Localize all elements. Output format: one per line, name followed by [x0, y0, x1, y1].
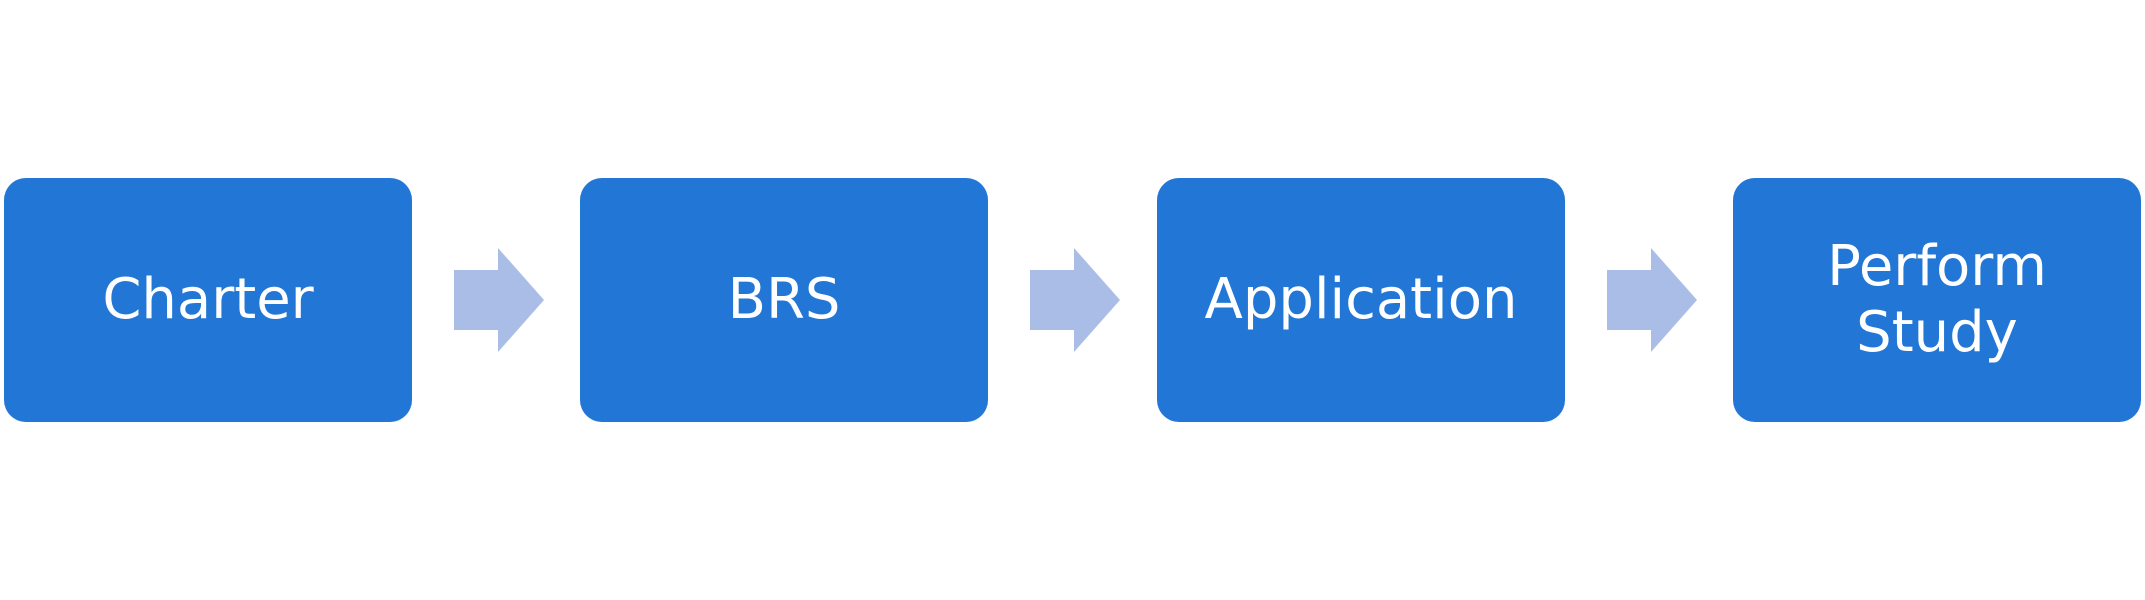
step-label-charter: Charter: [102, 267, 314, 332]
step-box-brs: BRS: [580, 178, 988, 422]
arrow-shape: [1607, 248, 1697, 352]
arrow-shape: [454, 248, 544, 352]
flow-arrow-icon: [1030, 248, 1120, 352]
step-box-application: Application: [1157, 178, 1565, 422]
step-label-application: Application: [1204, 267, 1518, 332]
step-box-perform-study: Perform Study: [1733, 178, 2141, 422]
flow-arrow-icon: [454, 248, 544, 352]
step-label-brs: BRS: [727, 267, 841, 332]
step-label-perform-study: Perform Study: [1827, 234, 2047, 365]
step-box-charter: Charter: [4, 178, 412, 422]
arrow-shape: [1030, 248, 1120, 352]
flow-arrow-icon: [1607, 248, 1697, 352]
